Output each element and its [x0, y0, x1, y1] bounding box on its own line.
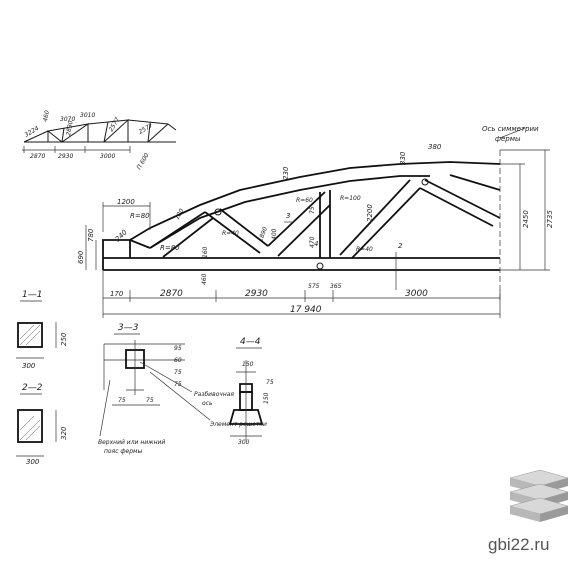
sec33-belt-label-2: пояс фермы — [104, 448, 143, 455]
cut-4: 4 — [314, 240, 318, 248]
dim-240: 240 — [114, 228, 129, 243]
cut-3: 3 — [286, 212, 290, 220]
mini-top-label-5: 2830 — [65, 120, 75, 136]
dim-170: 170 — [110, 290, 124, 298]
sec33-dim-75b: 75 — [174, 381, 182, 388]
dim-2870: 2870 — [160, 289, 183, 299]
main-truss: Ось симметрии фермы 2450 2735 780 690 12… — [77, 125, 554, 318]
dim-1890: 1890 — [257, 226, 269, 243]
mini-top-label-7: 2577 — [138, 122, 155, 136]
sec33-dim-60: 60 — [174, 357, 182, 364]
section-1-1-height: 250 — [60, 332, 68, 346]
dim-2735: 2735 — [546, 210, 554, 228]
sec33-dim-75d: 75 — [146, 397, 154, 404]
dim-470: 470 — [309, 236, 316, 248]
section-1-1-width: 300 — [22, 362, 36, 370]
mini-top-label-6: 2577 — [108, 116, 122, 133]
section-3-3-title: 3—3 — [118, 323, 139, 333]
watermark-text: gbi22.ru — [488, 535, 549, 554]
radius-40-b: R=40 — [356, 246, 373, 253]
dim-230: 230 — [282, 166, 290, 180]
sec33-dim-75a: 75 — [174, 369, 182, 376]
radius-80-b: R=80 — [160, 244, 180, 252]
mini-top-label-3: 3070 — [60, 116, 75, 123]
mini-span-2: 2930 — [58, 153, 73, 160]
dim-75: 75 — [309, 206, 316, 214]
sec44-dim-75: 75 — [266, 379, 274, 386]
sec33-axis-label-1: Разбивочная — [194, 391, 234, 398]
symmetry-axis-label-2: фермы — [495, 135, 521, 143]
dim-2200: 2200 — [366, 204, 374, 222]
section-2-2-height: 320 — [60, 426, 68, 440]
dim-3000: 3000 — [405, 289, 428, 299]
dim-330: 330 — [399, 151, 407, 165]
dim-2930: 2930 — [245, 289, 268, 299]
dim-120: 120 — [174, 207, 186, 221]
section-4-4-title: 4—4 — [240, 337, 261, 347]
sec33-axis-label-2: ось — [202, 400, 213, 407]
mini-top-label-1: 3224 — [24, 125, 41, 139]
sec33-dim-95: 95 — [174, 345, 182, 352]
dim-400: 400 — [271, 228, 278, 240]
sec44-dim-150a: 150 — [242, 361, 254, 368]
section-1-1: 1—1 300 250 — [16, 290, 68, 370]
mini-code: П 600 — [136, 152, 151, 171]
sec33-belt-label-1: Верхний или нижний — [98, 439, 165, 446]
dim-780: 780 — [87, 228, 95, 242]
section-4-4: 4—4 150 75 150 300 — [228, 337, 274, 446]
mini-top-label-4: 3010 — [80, 112, 95, 119]
mini-span-1: 2870 — [30, 153, 45, 160]
dim-total: 17 940 — [290, 305, 322, 315]
mini-schematic: 3224 460 3070 3010 2830 2577 2577 2870 2… — [22, 110, 177, 171]
section-2-2-title: 2—2 — [22, 383, 43, 393]
radius-40-a: R=40 — [222, 230, 239, 237]
watermark-logo — [509, 469, 569, 522]
sec44-dim-300: 300 — [238, 439, 250, 446]
cut-2: 2 — [398, 242, 403, 250]
dim-160: 160 — [202, 246, 209, 258]
dim-460: 460 — [201, 273, 208, 285]
dim-1200: 1200 — [117, 198, 135, 206]
radius-100: R=100 — [340, 195, 361, 202]
dim-380: 380 — [428, 143, 442, 151]
dim-365: 365 — [330, 283, 342, 290]
section-2-2: 2—2 300 320 — [16, 383, 68, 466]
dim-575: 575 — [308, 283, 320, 290]
mini-top-label-2: 460 — [42, 110, 51, 123]
mini-span-3: 3000 — [100, 153, 115, 160]
section-2-2-width: 300 — [26, 458, 40, 466]
sec44-dim-150b: 150 — [263, 392, 270, 404]
radius-60: R=60 — [296, 197, 313, 204]
dim-2450: 2450 — [522, 210, 530, 228]
symmetry-axis-label-1: Ось симметрии — [482, 125, 539, 133]
section-1-1-title: 1—1 — [22, 290, 42, 300]
sec33-dim-75c: 75 — [118, 397, 126, 404]
dim-690: 690 — [77, 250, 85, 264]
radius-80-a: R=80 — [130, 212, 150, 220]
